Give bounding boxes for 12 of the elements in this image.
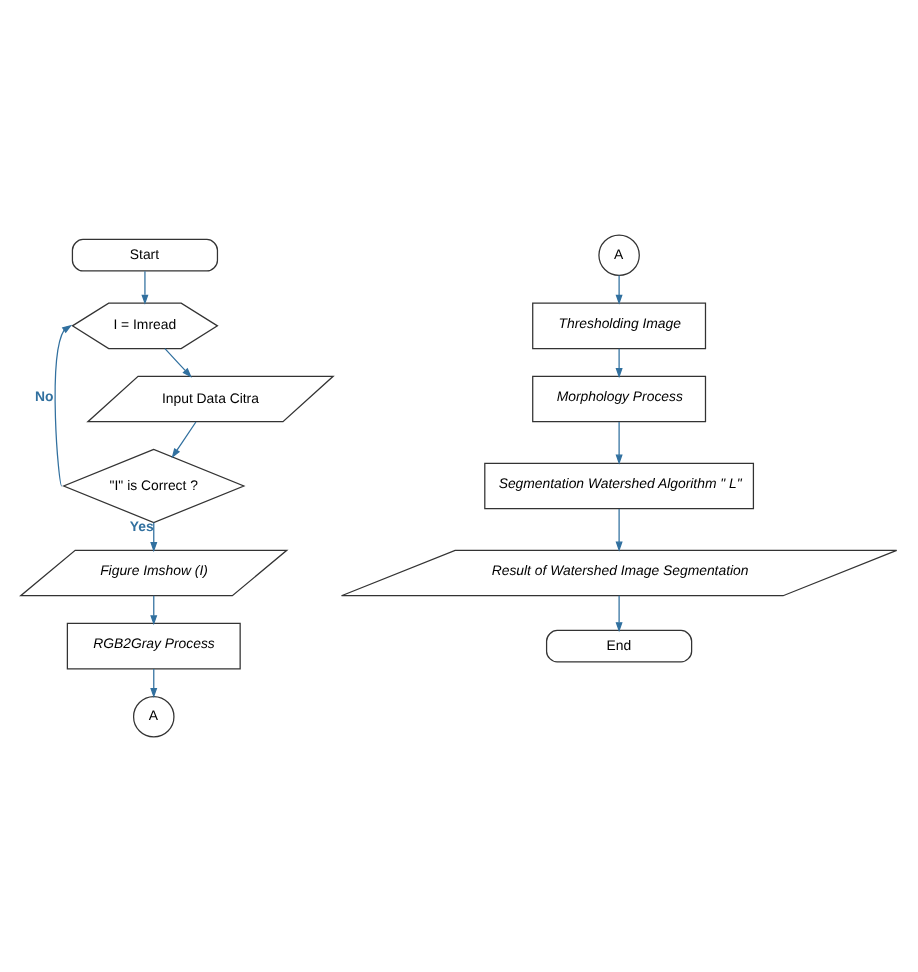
arrow — [615, 508, 623, 552]
arrow — [171, 421, 197, 459]
arrow — [615, 348, 623, 379]
arrow — [164, 348, 192, 378]
arrow — [150, 595, 158, 626]
arrow — [141, 270, 149, 305]
arrow — [615, 421, 623, 465]
arrow — [615, 595, 623, 633]
arrow — [54, 324, 73, 487]
arrow — [150, 522, 158, 553]
arrow — [615, 274, 623, 305]
arrow — [150, 668, 158, 699]
